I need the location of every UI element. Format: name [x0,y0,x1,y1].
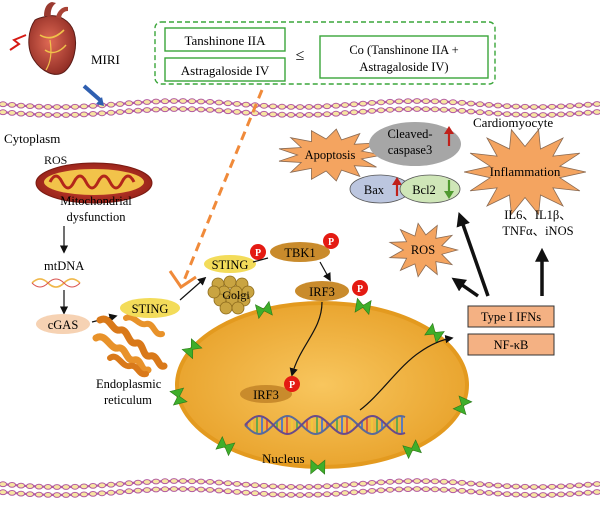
dna-helix-icon [244,414,406,436]
endoplasmic-reticulum-icon [92,314,168,378]
irf3-cyto-label: IRF3 [309,285,335,299]
bax-label: Bax [364,183,385,197]
irf3-nuc-phospho-label: P [289,380,295,391]
sting-er-label: STING [132,302,169,316]
tanshinone-box [164,27,286,52]
bcl2-label: Bcl2 [412,183,436,197]
bcl2-node [399,174,461,204]
golgi-icon [207,275,255,315]
nucleus-label: Nucleus [262,451,305,466]
leq-symbol: ≤ [296,47,305,64]
mitochondria-icon [35,162,153,204]
sting-phospho-badge [250,244,266,260]
cytokines-label-2: TNFα、iNOS [502,224,573,238]
ros-burst-shape [388,222,460,278]
astragaloside-label: Astragaloside IV [181,63,270,78]
nfkb-box [467,333,555,356]
irf3-cyto-phospho-badge [352,280,368,296]
arrow-tbk1-to-irf3 [319,261,331,282]
dna-fragment-strand [31,278,81,288]
tbk1-node [270,242,330,262]
mito-dysfunction-label-2: dysfunction [66,210,126,224]
combination-label-1: Co (Tanshinone IIA + [349,43,458,57]
arrow-to-ros [451,277,479,298]
arrow-transcription-out [359,334,454,411]
miri-arrowhead [96,97,104,106]
up-arrow-icon [392,177,402,196]
sting-phospho-label: P [255,248,261,259]
golgi-label: Golgi [222,288,250,302]
combination-label-2: Astragaloside IV) [359,60,448,74]
dna-fragment-icon [31,278,81,288]
tbk1-phospho-label: P [328,237,334,248]
inflammation-label: Inflammation [490,164,561,179]
cleaved-caspase3-node [369,122,461,166]
cleaved-caspase3-label-1: Cleaved- [387,127,432,141]
ros-top-label: ROS [44,153,67,167]
nfkb-label: NF-κB [494,338,529,352]
inhibition-arrowhead [168,270,197,290]
type1-ifns-label: Type I IFNs [481,310,541,324]
combination-box [319,35,489,79]
inflammation-burst-shape [464,128,586,216]
nuclear-pores [169,297,473,475]
tbk1-label: TBK1 [284,246,315,260]
arrow-irf3-translocation [289,301,323,377]
bottom-membrane [0,478,600,498]
ros-mid-label: ROS [411,243,435,257]
irf3-nuc-phospho-badge [284,376,300,392]
irf3-cyto-phospho-label: P [357,284,363,295]
irf3-nuc-node [240,385,292,403]
sting-golgi-node [204,255,256,273]
drug-group-box [154,21,496,85]
sting-golgi-label: STING [212,258,249,272]
mito-dysfunction-label-1: Mitochondrial [60,194,132,208]
irf3-cyto-node [295,281,349,301]
apoptosis-burst-shape [278,128,383,182]
arrow-sting-to-golgi [179,276,207,301]
type1-ifns-box [467,305,555,328]
heart-icon [9,2,88,80]
cleaved-caspase3-label-2: caspase3 [388,143,432,157]
inhibition-dashed-line [181,89,264,284]
cytoplasm-label: Cytoplasm [4,131,60,146]
cgas-label: cGAS [48,318,79,332]
apoptosis-label: Apoptosis [305,148,356,162]
arrow-to-apoptosis [456,212,490,297]
down-arrow-icon [444,180,454,199]
tbk1-phospho-badge [323,233,339,249]
astragaloside-box [164,57,286,82]
er-label-1: Endoplasmic [96,377,162,391]
cytokines-label-1: IL6、IL1β、 [504,208,571,222]
tanshinone-label: Tanshinone IIA [184,33,266,48]
top-membrane [0,98,600,118]
er-label-2: reticulum [104,393,152,407]
sting-er-node [120,298,180,318]
miri-label: MIRI [91,52,120,67]
link-golgi-tbk1 [252,257,269,263]
up-arrow-icon [444,126,454,146]
cardiomyocyte-label: Cardiomyocyte [473,115,553,130]
cgas-node [36,314,90,334]
mtdna-label: mtDNA [44,259,84,273]
irf3-nuc-label: IRF3 [253,388,279,402]
miri-arrow [82,84,102,102]
